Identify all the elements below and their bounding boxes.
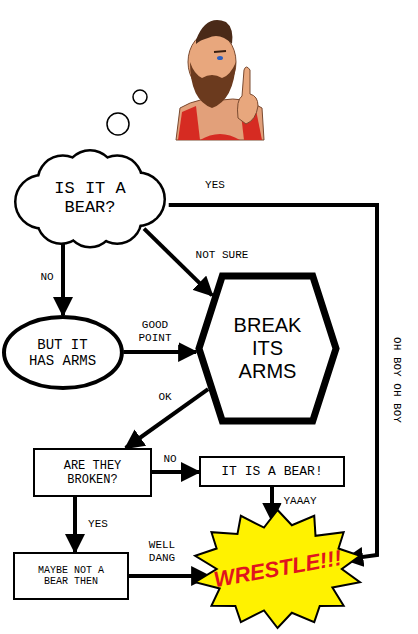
- process-box: IT IS A BEAR!: [199, 456, 345, 487]
- edge-label: YES: [203, 179, 227, 192]
- node-text: MAYBE NOT A BEAR THEN: [24, 565, 119, 587]
- edge-label: OK: [156, 391, 173, 404]
- action-hexagon: BREAK ITS ARMS: [195, 272, 340, 425]
- raised-hand: [238, 67, 259, 124]
- process-box: ARE THEY BROKEN?: [33, 448, 152, 497]
- edge-label: NOT SURE: [194, 249, 251, 262]
- flow-arrow: [169, 205, 377, 559]
- edge-label: YES: [86, 518, 110, 531]
- edge-label: NO: [161, 453, 178, 466]
- thought-bubble: [133, 90, 147, 104]
- node-text: IS IT A BEAR?: [40, 179, 140, 217]
- flow-arrow: [129, 574, 209, 578]
- node-text: BUT IT HAS ARMS: [21, 337, 103, 369]
- mohawk: [196, 20, 232, 44]
- flow-arrow: [61, 237, 65, 315]
- portrait-ground: [166, 20, 266, 140]
- line-label: OH BOY OH BOY: [391, 335, 403, 425]
- node-text: ARE THEY BROKEN?: [45, 459, 140, 487]
- edge-label: WELL DANG: [142, 539, 182, 565]
- node-text: IT IS A BEAR!: [221, 464, 322, 479]
- edge-label: NO: [38, 271, 55, 284]
- beard: [190, 62, 236, 108]
- oval-box: BUT IT HAS ARMS: [2, 315, 124, 390]
- edge-label: YAAAY: [281, 495, 318, 508]
- eyebrow: [214, 51, 226, 52]
- node-text: BREAK ITS ARMS: [228, 314, 308, 383]
- edge-label: GOOD POINT: [131, 319, 179, 345]
- shirt: [200, 134, 240, 140]
- wrestler-portrait: [107, 20, 266, 140]
- process-box: MAYBE NOT A BEAR THEN: [13, 552, 129, 600]
- flow-arrow: [73, 497, 77, 552]
- thought-bubble: [107, 113, 129, 135]
- eye: [217, 56, 223, 60]
- flow-arrow: [123, 350, 196, 354]
- flow-arrow: [126, 389, 208, 448]
- wrestle-starburst: WRESTLE!!!: [191, 508, 364, 630]
- decision-cloud: IS IT A BEAR?: [10, 155, 170, 240]
- shirt-strap: [178, 106, 200, 140]
- flow-arrow: [152, 470, 199, 474]
